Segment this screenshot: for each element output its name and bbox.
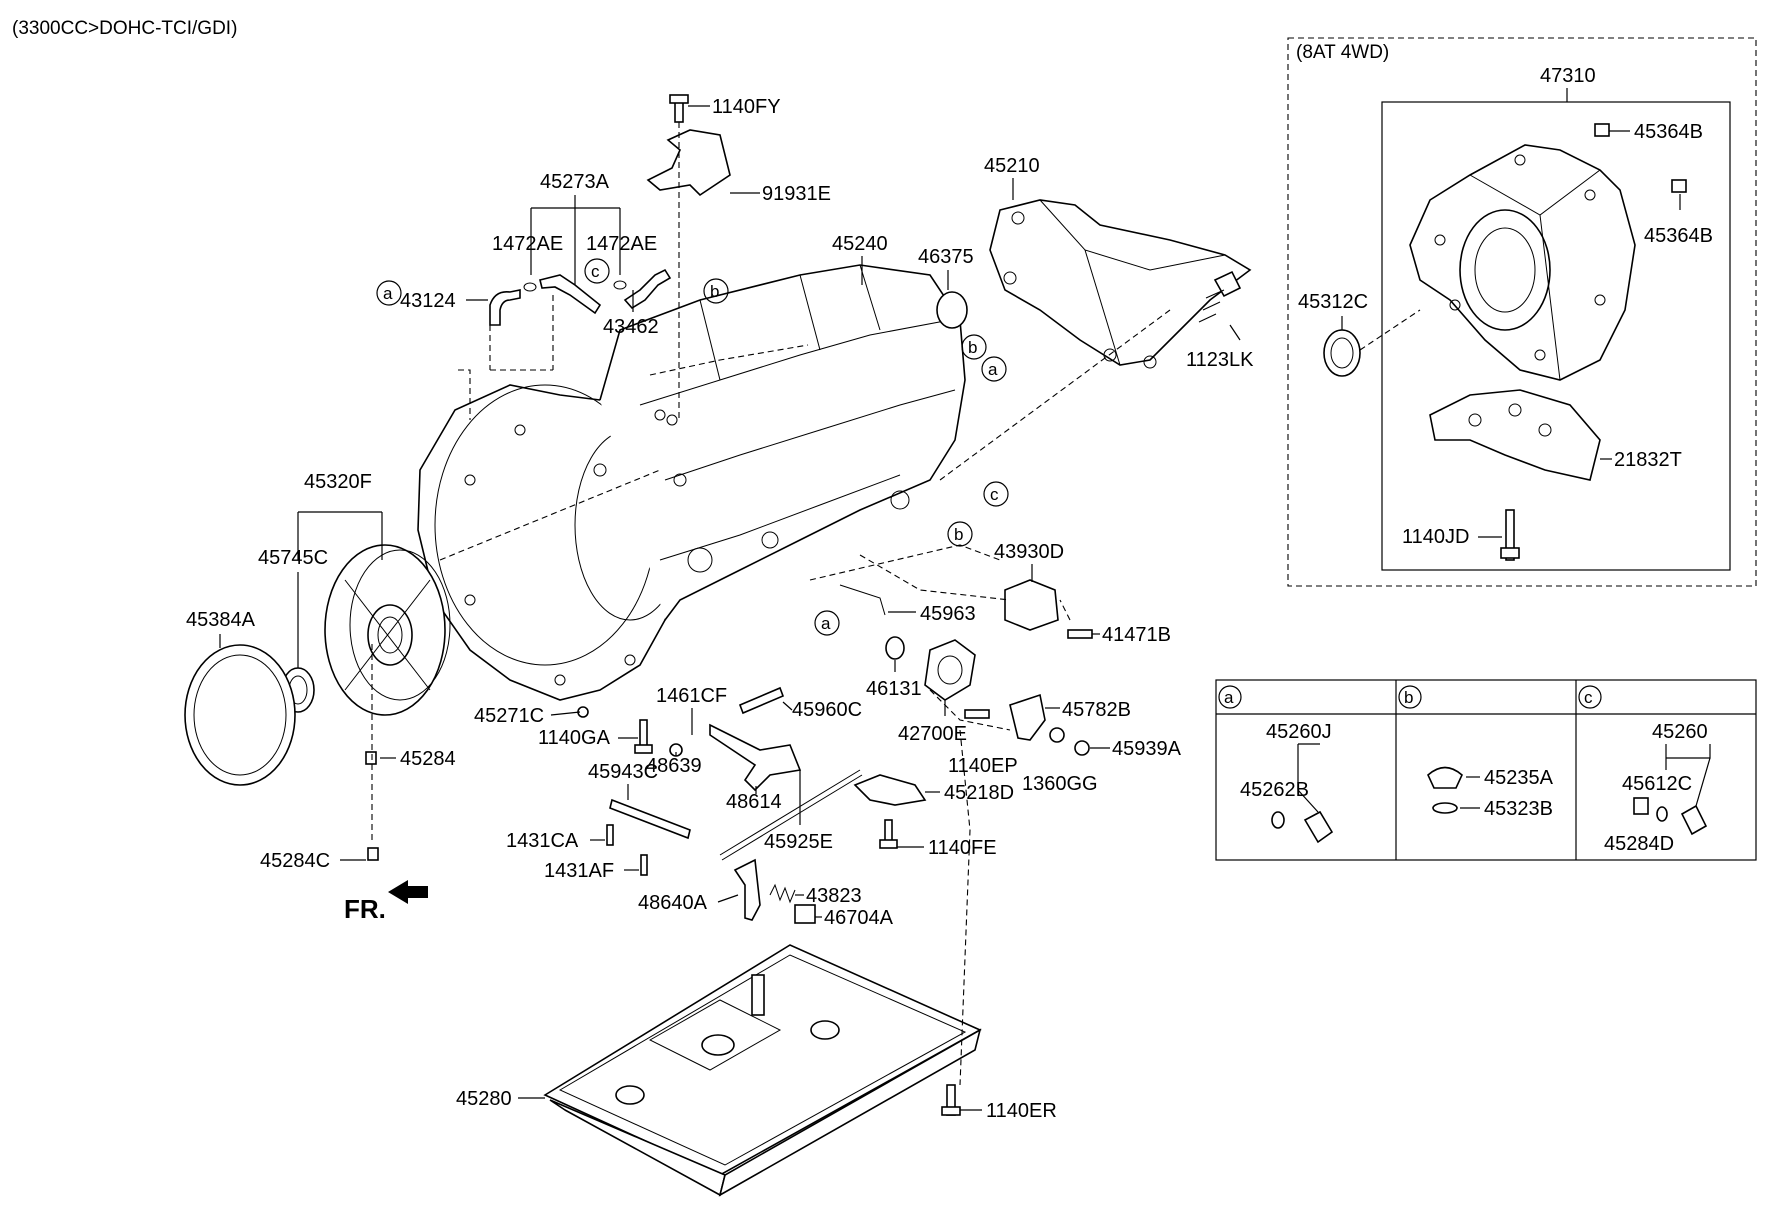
ref-a-2: a bbox=[988, 360, 998, 379]
legend-c-group: 45260 bbox=[1652, 721, 1708, 743]
label-48614: 48614 bbox=[726, 791, 782, 813]
label-1140JD: 1140JD bbox=[1402, 526, 1469, 548]
label-45284: 45284 bbox=[400, 748, 456, 770]
label-43462: 43462 bbox=[603, 316, 659, 338]
label-45745C: 45745C bbox=[258, 547, 328, 569]
part-labels: 1140FY 91931E 45273A 1472AE 1472AE 43124… bbox=[186, 96, 1254, 1122]
label-1123LK: 1123LK bbox=[1186, 349, 1254, 371]
ref-a-1: a bbox=[383, 284, 393, 303]
label-91931E: 91931E bbox=[762, 183, 831, 205]
label-43124: 43124 bbox=[400, 290, 456, 312]
legend-a-group: 45260J bbox=[1266, 721, 1332, 743]
label-1140EP: 1140EP bbox=[948, 755, 1018, 777]
label-45364B-upper: 45364B bbox=[1634, 121, 1703, 143]
label-42700E: 42700E bbox=[898, 723, 967, 745]
label-1360GG: 1360GG bbox=[1022, 773, 1098, 795]
label-1461CF: 1461CF bbox=[656, 685, 727, 707]
legend-c-item-45612C: 45612C bbox=[1622, 773, 1692, 795]
transfer-case-drawing bbox=[1323, 123, 1687, 561]
dashed-routing-lines bbox=[371, 295, 1171, 1086]
label-1472AE-left: 1472AE bbox=[492, 233, 563, 255]
label-43823: 43823 bbox=[806, 885, 862, 907]
label-45271C: 45271C bbox=[474, 705, 544, 727]
ref-c-1: c bbox=[591, 262, 600, 281]
ref-c-2: c bbox=[990, 485, 999, 504]
label-1431AF: 1431AF bbox=[544, 860, 614, 882]
rear-bracket-drawing bbox=[989, 199, 1252, 369]
label-1472AE-right: 1472AE bbox=[586, 233, 657, 255]
label-45943C: 45943C bbox=[588, 761, 658, 783]
legend-ref-b: b bbox=[1404, 688, 1413, 707]
ref-b-1: b bbox=[710, 282, 719, 301]
label-1140FE: 1140FE bbox=[928, 837, 997, 859]
label-45320F: 45320F bbox=[304, 471, 372, 493]
ref-b-3: b bbox=[954, 525, 963, 544]
label-45782B: 45782B bbox=[1062, 699, 1131, 721]
label-1140FY: 1140FY bbox=[712, 96, 781, 118]
label-45925E: 45925E bbox=[764, 831, 833, 853]
oil-pan-drawing bbox=[543, 944, 982, 1197]
front-arrow-label: FR. bbox=[344, 894, 386, 924]
label-48640A: 48640A bbox=[638, 892, 708, 914]
legend-a-item-45262B: 45262B bbox=[1240, 779, 1309, 801]
front-arrow-icon bbox=[388, 880, 428, 904]
transmission-case-drawing bbox=[417, 264, 966, 701]
label-45939A: 45939A bbox=[1112, 738, 1182, 760]
label-45210: 45210 bbox=[984, 155, 1040, 177]
label-1140ER: 1140ER bbox=[986, 1100, 1057, 1122]
legend-b-item-45235A: 45235A bbox=[1484, 767, 1554, 789]
label-45312C: 45312C bbox=[1298, 291, 1368, 313]
label-46131: 46131 bbox=[866, 678, 922, 700]
control-parts-drawing bbox=[365, 579, 1093, 924]
label-45280: 45280 bbox=[456, 1088, 512, 1110]
label-45218D: 45218D bbox=[944, 782, 1014, 804]
label-1431CA: 1431CA bbox=[506, 830, 579, 852]
label-46704A: 46704A bbox=[824, 907, 894, 929]
label-46375: 46375 bbox=[918, 246, 974, 268]
legend-c-item-45284D: 45284D bbox=[1604, 833, 1674, 855]
ref-a-3: a bbox=[821, 614, 831, 633]
front-direction-indicator: FR. bbox=[344, 880, 428, 924]
breather-hose-drawing bbox=[489, 94, 731, 420]
label-41471B: 41471B bbox=[1102, 624, 1171, 646]
label-45284C: 45284C bbox=[260, 850, 330, 872]
label-45240: 45240 bbox=[832, 233, 888, 255]
label-45960C: 45960C bbox=[792, 699, 862, 721]
oil-pump-drawing bbox=[184, 544, 451, 786]
label-45963: 45963 bbox=[920, 603, 976, 625]
label-43930D: 43930D bbox=[994, 541, 1064, 563]
label-45364B-lower: 45364B bbox=[1644, 225, 1713, 247]
inset-8at-4wd: (8AT 4WD) 47310 45364B bbox=[1287, 37, 1757, 587]
engine-spec-header: (3300CC>DOHC-TCI/GDI) bbox=[12, 18, 237, 39]
label-47310: 47310 bbox=[1540, 65, 1596, 87]
label-48639: 48639 bbox=[646, 755, 702, 777]
inset-title: (8AT 4WD) bbox=[1296, 42, 1389, 63]
label-21832T: 21832T bbox=[1614, 449, 1682, 471]
label-45384A: 45384A bbox=[186, 609, 256, 631]
reference-circles: a c b b a c b a bbox=[376, 258, 1009, 636]
legend-ref-a: a bbox=[1224, 688, 1234, 707]
legend-b-item-45323B: 45323B bbox=[1484, 798, 1553, 820]
legend-ref-c: c bbox=[1584, 688, 1593, 707]
label-1140GA: 1140GA bbox=[538, 727, 611, 749]
reference-legend-table: a b c 45260J 45262B 45235A 45323B 45260 … bbox=[1215, 679, 1757, 861]
label-45273A: 45273A bbox=[540, 171, 610, 193]
ref-b-2: b bbox=[968, 338, 977, 357]
